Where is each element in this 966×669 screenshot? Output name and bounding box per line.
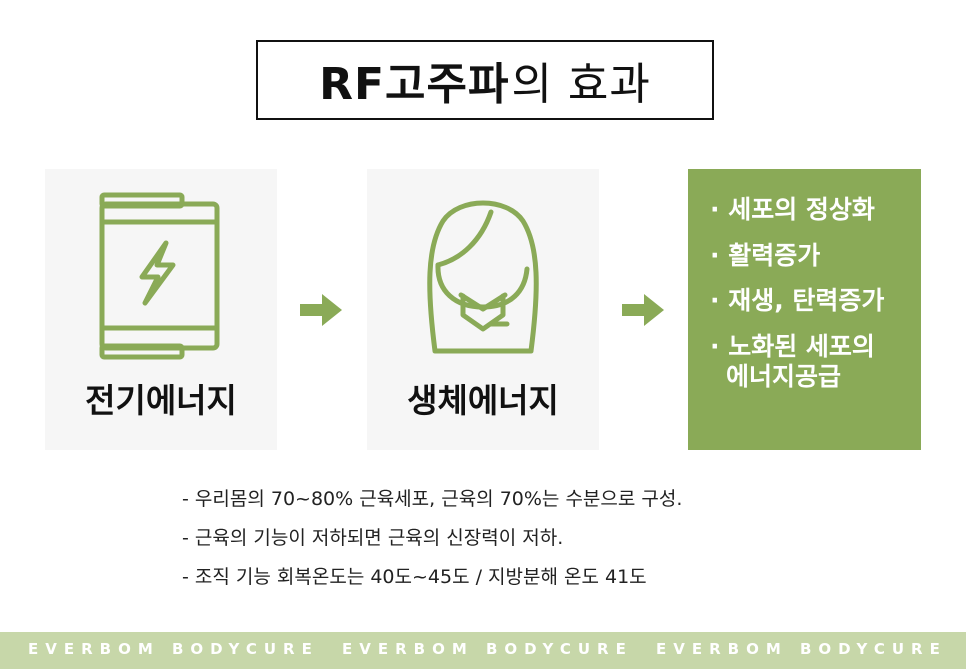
note-item: - 우리몸의 70~80% 근육세포, 근육의 70%는 수분으로 구성. <box>182 488 683 510</box>
note-item: - 근육의 기능이 저하되면 근육의 신장력이 저하. <box>182 527 564 549</box>
effect-item: · 세포의 정상화 <box>710 195 921 226</box>
bullet: · <box>710 240 720 270</box>
arrow-right-icon <box>622 294 664 326</box>
footer-band: EVERBOM BODYCURE EVERBOM BODYCURE EVERBO… <box>0 632 966 669</box>
electric-energy-panel: 전기에너지 <box>45 169 277 450</box>
footer-brand: EVERBOM BODYCURE <box>28 640 319 658</box>
bullet: · <box>710 331 720 361</box>
arrow-right-icon <box>300 294 342 326</box>
title-strong: RF고주파 <box>319 59 510 110</box>
panel-label: 생체에너지 <box>407 381 559 420</box>
notes-list: - 우리몸의 70~80% 근육세포, 근육의 70%는 수분으로 구성. - … <box>182 480 682 597</box>
bullet: · <box>710 286 720 315</box>
effect-text: 활력증가 <box>728 240 821 270</box>
battery-charging-icon <box>99 192 220 360</box>
note-item: - 조직 기능 회복온도는 40도~45도 / 지방분해 온도 41도 <box>182 566 647 588</box>
bio-energy-panel: 생체에너지 <box>367 169 599 450</box>
bullet: · <box>710 195 720 224</box>
effect-text: 세포의 정상화 <box>728 195 875 224</box>
person-icon <box>427 200 539 354</box>
footer-brand: EVERBOM BODYCURE <box>656 640 947 658</box>
effect-text-continued: 에너지공급 <box>726 362 842 391</box>
effect-text: 재생, 탄력증가 <box>728 286 885 315</box>
effect-item: · 활력증가 <box>710 241 921 272</box>
effect-item: · 노화된 세포의 에너지공급 <box>710 332 921 393</box>
panel-label: 전기에너지 <box>85 381 237 420</box>
footer-brand: EVERBOM BODYCURE <box>342 640 633 658</box>
effects-box: · 세포의 정상화 · 활력증가 · 재생, 탄력증가 · 노화된 세포의 에너… <box>688 169 921 450</box>
title-light: 의 효과 <box>511 59 651 110</box>
effect-text: 노화된 세포의 <box>728 331 875 361</box>
effect-item: · 재생, 탄력증가 <box>710 286 921 317</box>
